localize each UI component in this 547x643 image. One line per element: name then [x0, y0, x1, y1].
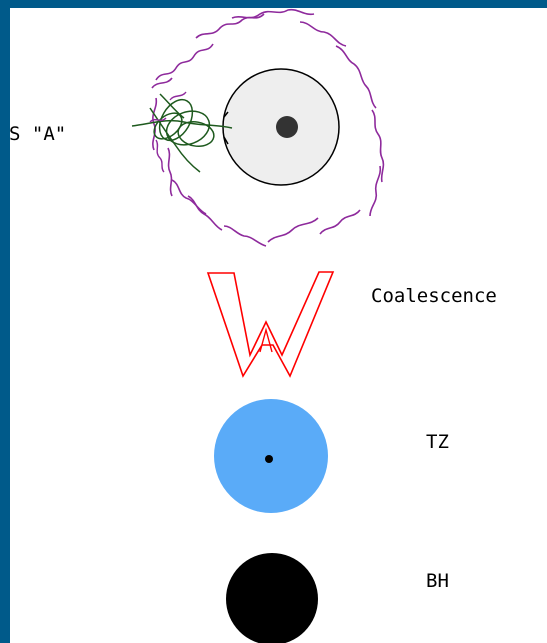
diagram-panel: S "A" Coalescence TZ BH [10, 8, 547, 643]
tz-core [265, 455, 273, 463]
coalescence-arrow-icon [208, 272, 333, 376]
coalescence-label: Coalescence [371, 285, 497, 307]
star-core [276, 116, 298, 138]
arrow-spike [260, 330, 272, 352]
bh-label: BH [426, 570, 449, 592]
system-label: S "A" [10, 123, 66, 145]
black-hole-icon [226, 553, 318, 643]
tz-label: TZ [426, 431, 449, 453]
companion-orbits [132, 94, 232, 172]
diagram-canvas: S "A" Coalescence TZ BH [10, 8, 547, 643]
